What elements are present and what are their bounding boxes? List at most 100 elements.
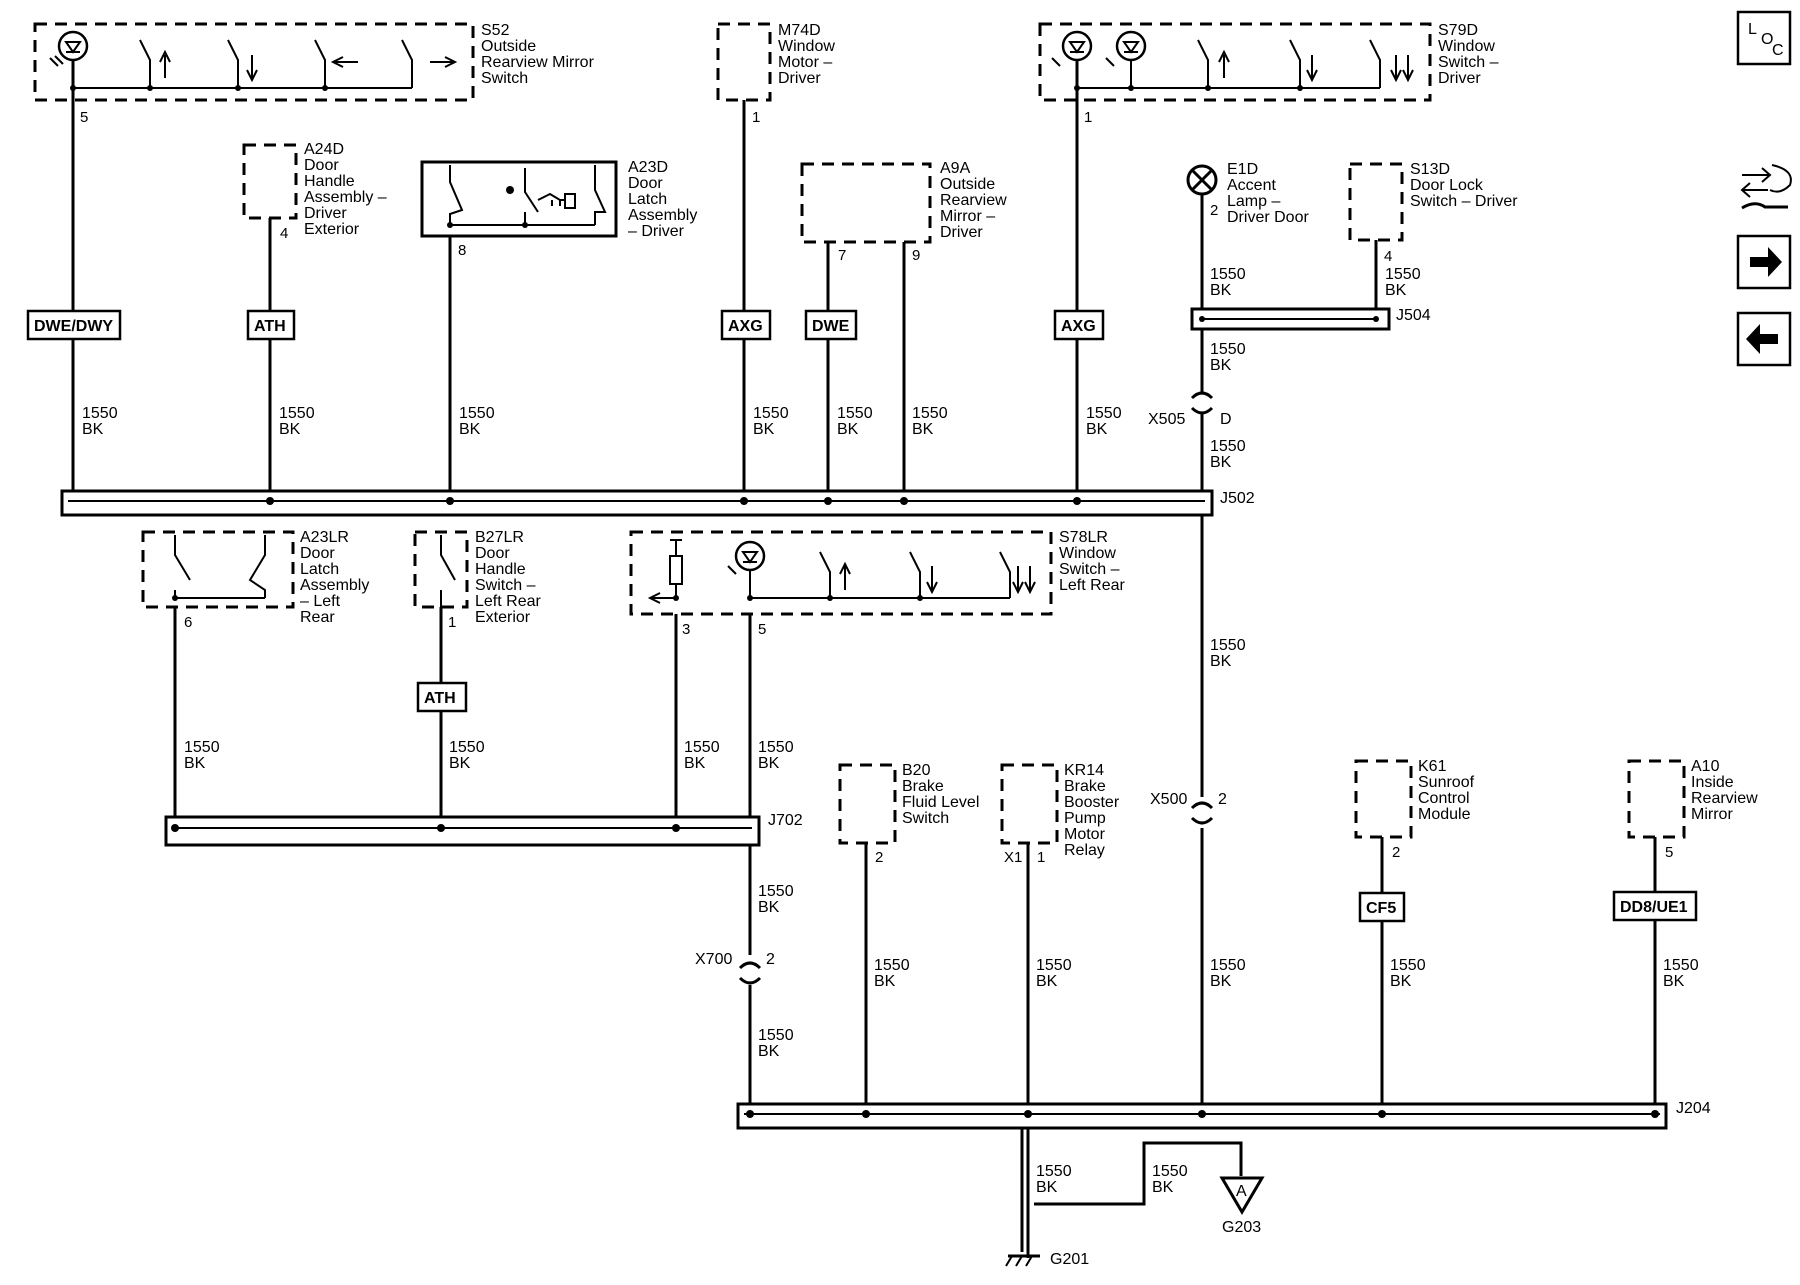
svg-text:BK: BK bbox=[1036, 1179, 1058, 1196]
svg-text:X505: X505 bbox=[1148, 411, 1185, 428]
svg-text:Brake: Brake bbox=[1064, 778, 1106, 795]
component-kr14: KR14 Brake Booster Pump Motor Relay X1 1 bbox=[1000, 762, 1120, 866]
svg-text:Rearview: Rearview bbox=[1691, 790, 1758, 807]
svg-text:Inside: Inside bbox=[1691, 774, 1734, 791]
upper-wires bbox=[71, 90, 1378, 494]
svg-text:Rearview Mirror: Rearview Mirror bbox=[481, 54, 595, 71]
svg-text:S52: S52 bbox=[481, 22, 510, 39]
svg-text:Latch: Latch bbox=[300, 561, 339, 578]
svg-text:S78LR: S78LR bbox=[1059, 529, 1108, 546]
svg-text:Door: Door bbox=[304, 157, 339, 174]
svg-text:S13D: S13D bbox=[1410, 161, 1450, 178]
svg-text:1550: 1550 bbox=[449, 739, 485, 756]
svg-text:DWE/DWY: DWE/DWY bbox=[34, 318, 113, 335]
svg-text:Assembly: Assembly bbox=[628, 207, 697, 224]
svg-text:Door: Door bbox=[475, 545, 510, 562]
svg-text:9: 9 bbox=[912, 247, 920, 264]
svg-text:S79D: S79D bbox=[1438, 22, 1478, 39]
svg-text:J702: J702 bbox=[768, 812, 803, 829]
svg-text:CF5: CF5 bbox=[1366, 900, 1396, 917]
svg-text:BK: BK bbox=[758, 755, 780, 772]
svg-text:X1: X1 bbox=[1004, 849, 1022, 866]
svg-text:1: 1 bbox=[1037, 849, 1045, 866]
splice-j204: J204 bbox=[736, 1100, 1711, 1130]
svg-text:ATH: ATH bbox=[424, 690, 456, 707]
svg-text:O: O bbox=[1761, 31, 1773, 48]
svg-text:7: 7 bbox=[838, 247, 846, 264]
svg-text:6: 6 bbox=[184, 614, 192, 631]
svg-text:Door Lock: Door Lock bbox=[1410, 177, 1484, 194]
svg-text:Switch: Switch bbox=[902, 810, 949, 827]
svg-text:Switch –: Switch – bbox=[475, 577, 536, 594]
loc-button[interactable]: L O C bbox=[1736, 10, 1792, 66]
svg-text:Mirror –: Mirror – bbox=[940, 208, 995, 225]
svg-text:KR14: KR14 bbox=[1064, 762, 1104, 779]
svg-text:Left Rear: Left Rear bbox=[475, 593, 541, 610]
svg-text:Module: Module bbox=[1418, 806, 1471, 823]
splice-j504: J504 bbox=[1190, 307, 1431, 331]
option-tag-cf5: CF5 bbox=[1358, 891, 1406, 923]
svg-text:BK: BK bbox=[684, 755, 706, 772]
lower-left-wires bbox=[173, 607, 752, 1108]
svg-text:BK: BK bbox=[1663, 973, 1685, 990]
svg-text:1550: 1550 bbox=[279, 405, 315, 422]
component-m74d: M74D Window Motor – Driver 1 bbox=[716, 22, 835, 126]
svg-text:ATH: ATH bbox=[254, 318, 286, 335]
svg-text:Door: Door bbox=[628, 175, 663, 192]
previous-page-button[interactable] bbox=[1736, 311, 1792, 367]
svg-text:5: 5 bbox=[1665, 844, 1673, 861]
svg-text:BK: BK bbox=[1210, 357, 1232, 374]
svg-text:BK: BK bbox=[459, 421, 481, 438]
svg-text:X500: X500 bbox=[1150, 791, 1187, 808]
svg-text:1550: 1550 bbox=[1663, 957, 1699, 974]
svg-text:Motor: Motor bbox=[1064, 826, 1106, 843]
option-tag-dwe-dwy: DWE/DWY bbox=[26, 309, 122, 341]
svg-text:2: 2 bbox=[766, 951, 775, 968]
connector-view-icon[interactable] bbox=[1740, 164, 1792, 210]
svg-text:Switch –: Switch – bbox=[1438, 54, 1499, 71]
svg-text:Sunroof: Sunroof bbox=[1418, 774, 1475, 791]
svg-text:Assembly: Assembly bbox=[300, 577, 369, 594]
svg-text:Lamp –: Lamp – bbox=[1227, 193, 1280, 210]
svg-text:Pump: Pump bbox=[1064, 810, 1106, 827]
option-tag-axg-s79d: AXG bbox=[1053, 309, 1105, 341]
svg-text:B20: B20 bbox=[902, 762, 931, 779]
next-page-button[interactable] bbox=[1736, 234, 1792, 290]
svg-text:Left Rear: Left Rear bbox=[1059, 577, 1125, 594]
svg-text:D: D bbox=[1220, 411, 1232, 428]
svg-text:1550: 1550 bbox=[837, 405, 873, 422]
svg-text:Driver: Driver bbox=[1438, 70, 1481, 87]
svg-text:1550: 1550 bbox=[459, 405, 495, 422]
svg-text:Mirror: Mirror bbox=[1691, 806, 1733, 823]
svg-text:K61: K61 bbox=[1418, 758, 1447, 775]
svg-text:E1D: E1D bbox=[1227, 161, 1258, 178]
svg-text:3: 3 bbox=[682, 621, 690, 638]
svg-text:1550: 1550 bbox=[184, 739, 220, 756]
svg-text:Brake: Brake bbox=[902, 778, 944, 795]
svg-text:G201: G201 bbox=[1050, 1251, 1089, 1268]
svg-text:– Left: – Left bbox=[300, 593, 341, 610]
svg-text:Driver: Driver bbox=[940, 224, 983, 241]
svg-text:1550: 1550 bbox=[753, 405, 789, 422]
svg-text:A9A: A9A bbox=[940, 160, 971, 177]
svg-text:2: 2 bbox=[1210, 202, 1218, 219]
svg-text:1550: 1550 bbox=[912, 405, 948, 422]
svg-text:BK: BK bbox=[1036, 973, 1058, 990]
component-k61: K61 Sunroof Control Module 2 bbox=[1354, 758, 1475, 861]
svg-text:Driver: Driver bbox=[778, 70, 821, 87]
svg-text:L: L bbox=[1748, 21, 1757, 38]
svg-text:Outside: Outside bbox=[940, 176, 995, 193]
svg-text:1550: 1550 bbox=[758, 883, 794, 900]
svg-text:4: 4 bbox=[1384, 248, 1392, 265]
svg-text:Booster: Booster bbox=[1064, 794, 1120, 811]
svg-text:1550: 1550 bbox=[1210, 957, 1246, 974]
svg-text:1550: 1550 bbox=[874, 957, 910, 974]
svg-text:Exterior: Exterior bbox=[475, 609, 531, 626]
svg-text:1: 1 bbox=[448, 614, 456, 631]
svg-text:J204: J204 bbox=[1676, 1100, 1711, 1117]
svg-text:4: 4 bbox=[280, 225, 288, 242]
svg-text:Handle: Handle bbox=[475, 561, 526, 578]
